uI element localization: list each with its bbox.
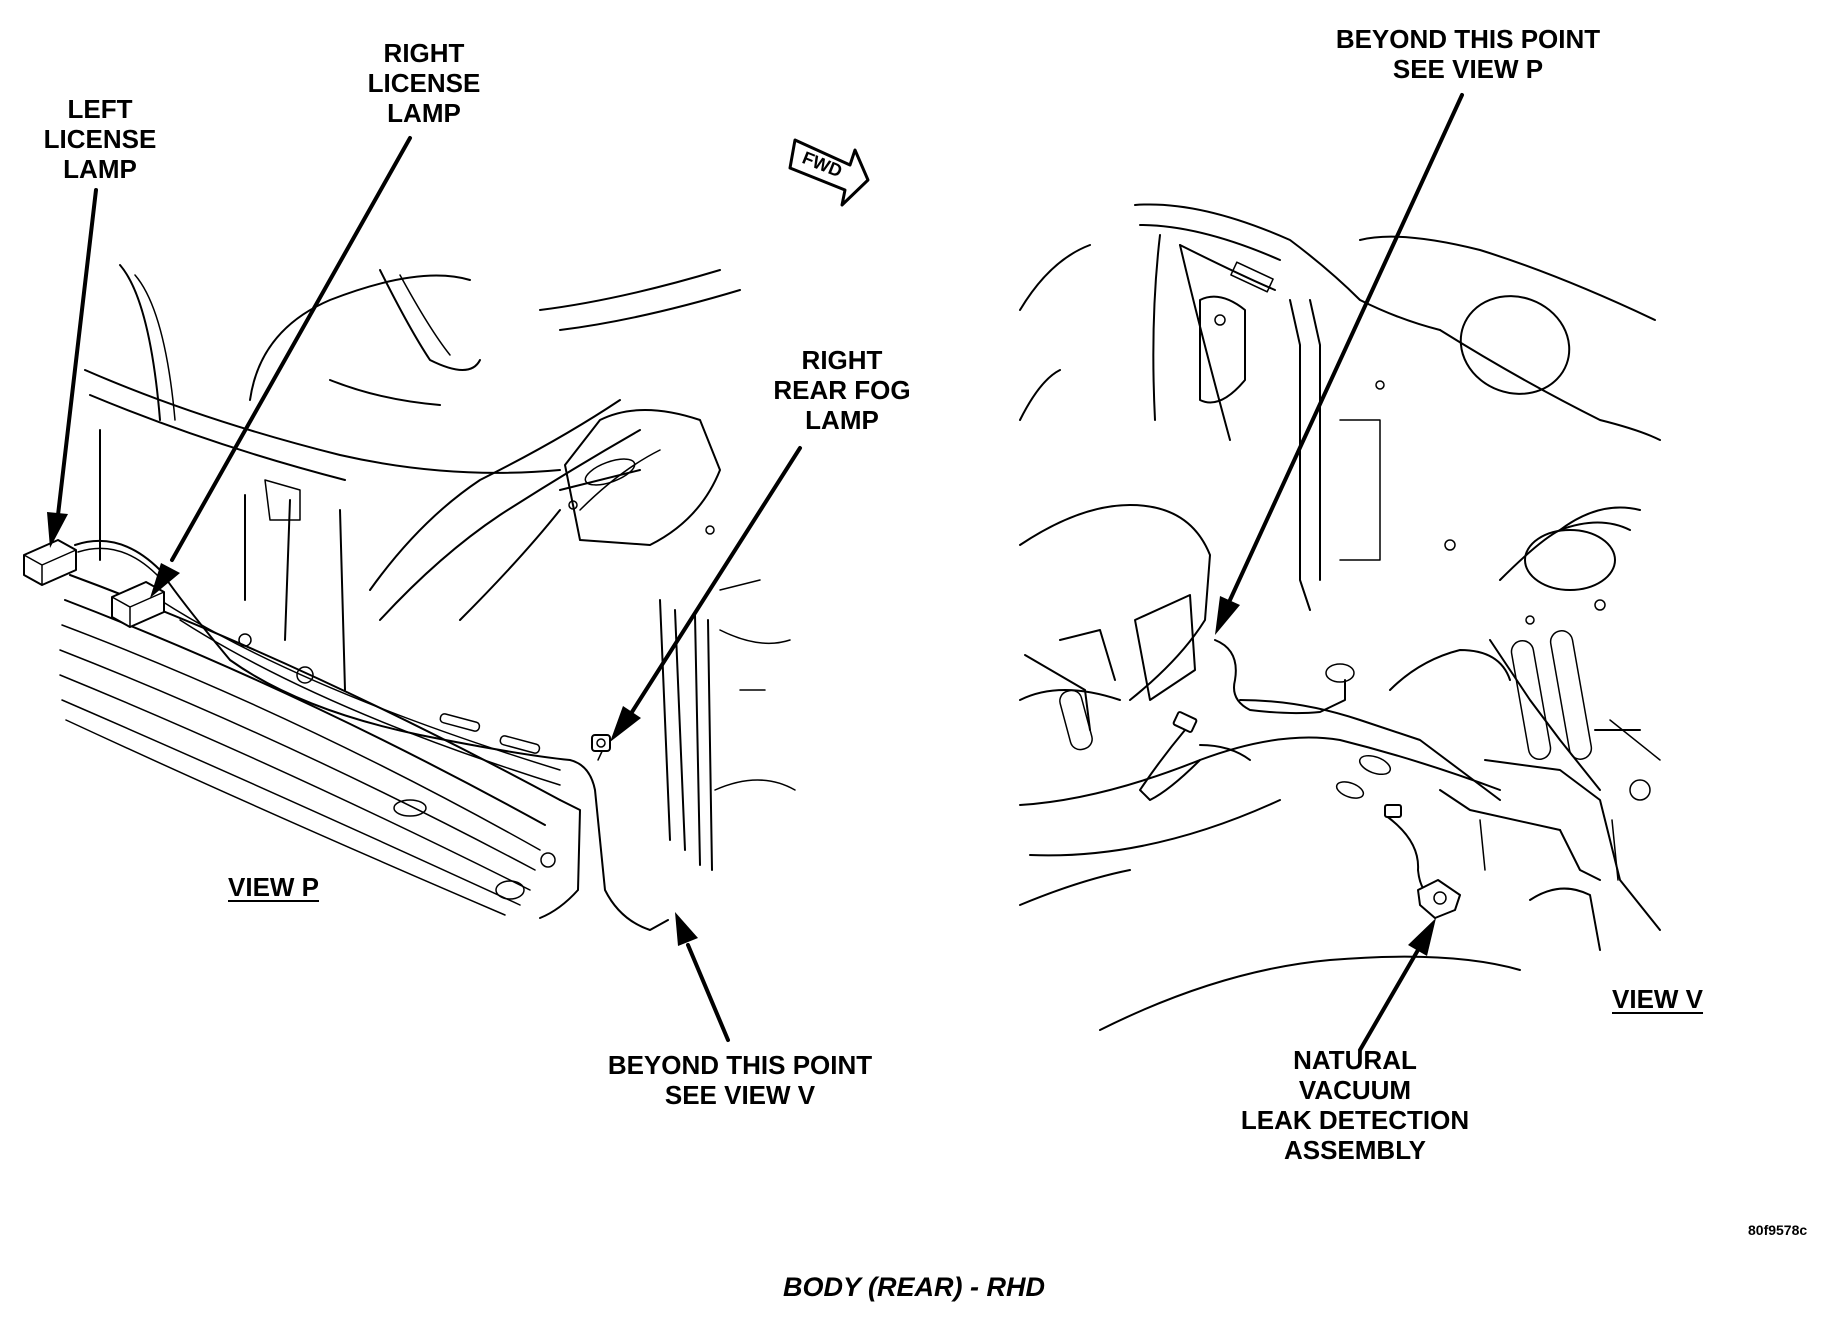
beyond-this-point-see-view-p-label: BEYOND THIS POINT SEE VIEW P — [1335, 24, 1601, 84]
view-v-wiring-harness — [1139, 639, 1431, 896]
view-p-illustration — [23, 138, 870, 931]
view-p-title: VIEW P — [228, 872, 320, 902]
figure-id: 80f9578c — [1748, 1222, 1808, 1238]
view-v-trunk-floor — [1019, 649, 1561, 1031]
beyond-this-point-see-view-v-label: BEYOND THIS POINT SEE VIEW V — [607, 1050, 873, 1110]
rear-shelf-panel — [1134, 203, 1661, 625]
view-v-left-body-panel — [1019, 244, 1211, 751]
left-license-lamp-label: LEFT LICENSE LAMP — [43, 94, 157, 184]
right-license-lamp-connector — [111, 581, 165, 628]
view-v-illustration — [1019, 203, 1661, 1031]
left-license-lamp-connector — [23, 539, 77, 586]
view-v-title: VIEW V — [1612, 984, 1704, 1014]
nvld-assembly-label: NATURAL VACUUM LEAK DETECTION ASSEMBLY — [1240, 1045, 1470, 1165]
right-rear-fog-lamp-connector — [591, 734, 611, 752]
nvld-assembly-part — [1417, 879, 1461, 919]
right-quarter-panel — [659, 579, 796, 871]
view-v-right-structure — [1479, 506, 1661, 951]
right-rear-fog-lamp-label: RIGHT REAR FOG LAMP — [773, 345, 911, 435]
leader-arrows — [47, 93, 1464, 1052]
trunk-floor — [249, 269, 741, 621]
right-license-lamp-label: RIGHT LICENSE LAMP — [367, 38, 481, 128]
fwd-arrow-icon — [788, 138, 870, 207]
figure-caption: BODY (REAR) - RHD — [783, 1272, 1045, 1302]
view-p-connector — [1172, 711, 1402, 818]
rear-bumper-fascia — [59, 574, 581, 919]
